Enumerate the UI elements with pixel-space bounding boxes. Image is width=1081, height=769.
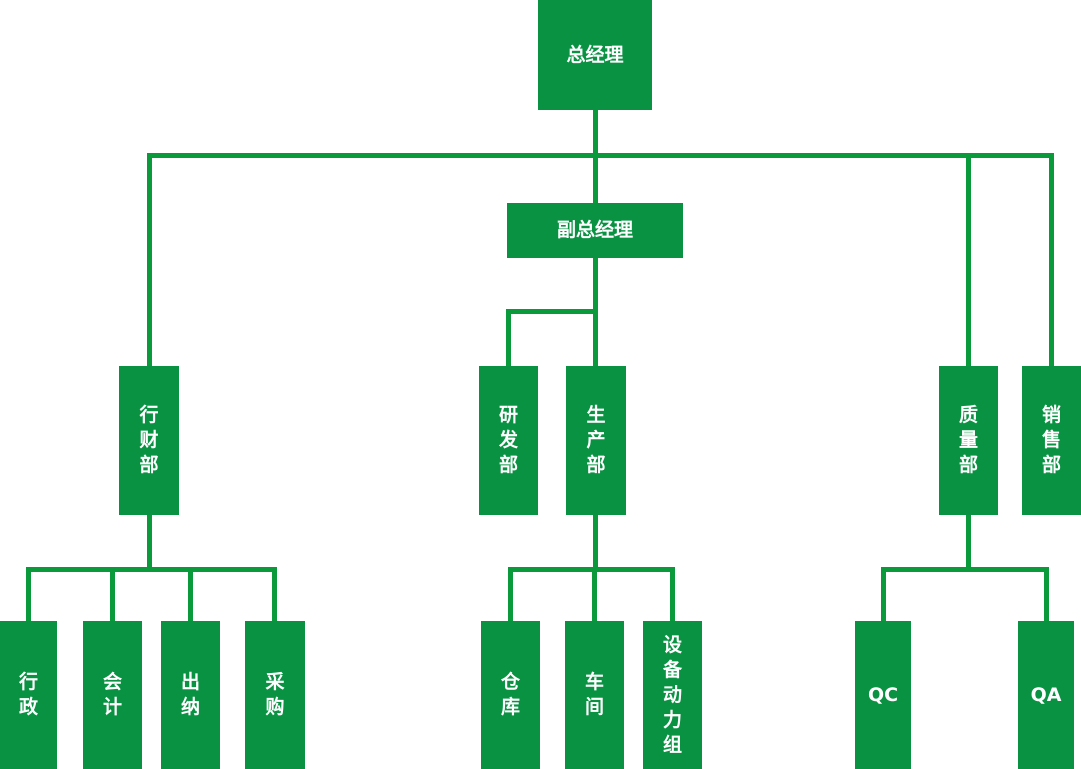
node-workshop[interactable]: 车间 — [565, 621, 624, 769]
node-purchasing[interactable]: 采购 — [245, 621, 305, 769]
connector-gm-to-bus — [593, 110, 598, 156]
node-warehouse[interactable]: 仓库 — [481, 621, 540, 769]
connector-production-bus — [508, 567, 675, 572]
node-admin[interactable]: 行政 — [0, 621, 57, 769]
node-quality-dept[interactable]: 质量部 — [939, 366, 998, 515]
connector-bus-to-qa — [1044, 567, 1049, 621]
connector-bus-to-deputy-gm — [593, 153, 598, 203]
node-qa[interactable]: QA — [1018, 621, 1074, 769]
node-sales-dept[interactable]: 销售部 — [1022, 366, 1081, 515]
connector-bus-to-sales — [1049, 153, 1054, 366]
connector-deputy-elbow — [506, 309, 598, 314]
node-qc[interactable]: QC — [855, 621, 911, 769]
connector-bus-to-equipment — [670, 567, 675, 621]
node-production-dept[interactable]: 生产部 — [566, 366, 626, 515]
connector-bus-to-workshop — [592, 567, 597, 621]
connector-bus-to-warehouse — [508, 567, 513, 621]
connector-bus-to-admin-finance — [147, 153, 152, 366]
connector-bus-to-cashier — [188, 567, 193, 621]
connector-top-bus — [147, 153, 1054, 158]
connector-bus-to-qc — [881, 567, 886, 621]
connector-quality-bus — [881, 567, 1049, 572]
connector-production-down — [593, 515, 598, 572]
node-deputy-general-manager[interactable]: 副总经理 — [507, 203, 683, 258]
connector-bus-to-quality — [966, 153, 971, 366]
node-general-manager[interactable]: 总经理 — [538, 0, 652, 110]
connector-bus-to-admin — [26, 567, 31, 621]
node-admin-finance-dept[interactable]: 行财部 — [119, 366, 179, 515]
connector-admin-finance-bus — [26, 567, 277, 572]
connector-admin-finance-down — [147, 515, 152, 572]
node-rd-dept[interactable]: 研发部 — [479, 366, 538, 515]
connector-quality-down — [966, 515, 971, 572]
connector-bus-to-purchasing — [272, 567, 277, 621]
connector-elbow-to-rd — [506, 309, 511, 366]
node-cashier[interactable]: 出纳 — [161, 621, 220, 769]
node-accounting[interactable]: 会计 — [83, 621, 142, 769]
connector-bus-to-accounting — [110, 567, 115, 621]
node-equipment-power-group[interactable]: 设备动力组 — [643, 621, 702, 769]
